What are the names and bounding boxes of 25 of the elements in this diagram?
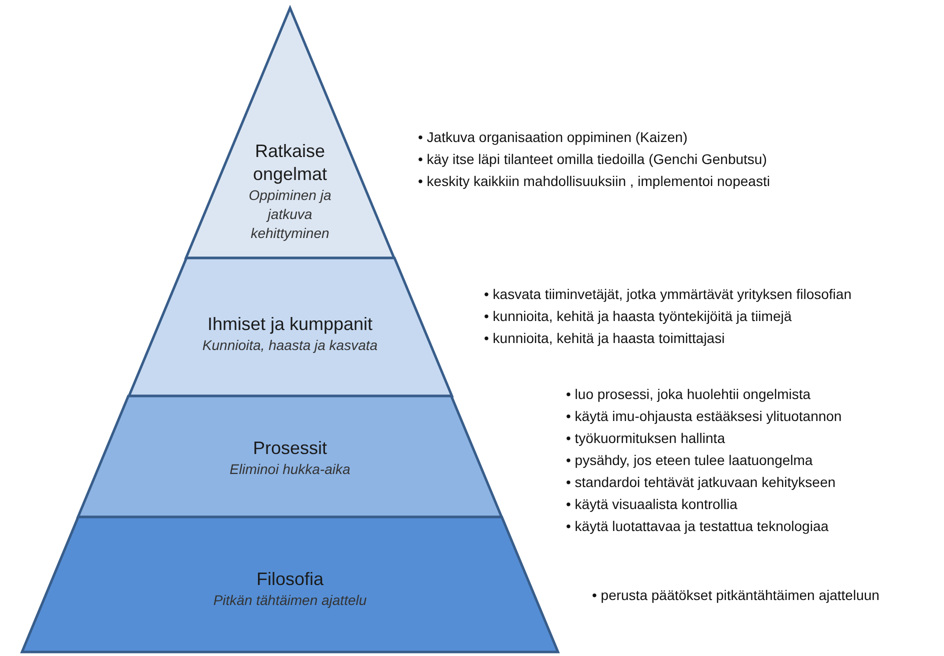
bullet-item: • standardoi tehtävät jatkuvaan kehitykseen <box>566 473 837 492</box>
level-subtitle: Pitkän tähtäimen ajattelu <box>212 591 368 610</box>
level-title: Ratkaise ongelmat <box>252 140 328 186</box>
bullet-item: • käytä luotattavaa ja testattua teknologiaa <box>566 517 830 536</box>
bullet-item: • kunnioita, kehitä ja haasta toimittajasi <box>484 329 726 348</box>
level-subtitle: Eliminoi hukka-aika <box>228 460 352 479</box>
bullet-item: • käy itse läpi tilanteet omilla tiedoilla (Genchi Genbutsu) <box>418 150 768 169</box>
bullet-item: • käytä imu-ohjausta estääksesi ylituotannon <box>566 407 842 426</box>
bullet-item: • Jatkuva organisaation oppiminen (Kaizen) <box>418 128 688 147</box>
bullet-item: • työkuormituksen hallinta <box>566 429 726 448</box>
pyramid-level <box>78 396 502 517</box>
level-title: Ihmiset ja kumppanit <box>206 313 374 336</box>
bullet-item: • luo prosessi, joka huolehtii ongelmista <box>566 385 812 404</box>
bullet-item: • kunnioita, kehitä ja haasta työntekijöitä ja tiimejä <box>484 307 793 326</box>
pyramid-level <box>128 258 452 396</box>
level-title: Prosessit <box>252 437 328 460</box>
level-title: Filosofia <box>255 568 325 591</box>
pyramid-level <box>22 517 558 652</box>
level-subtitle: Oppiminen ja jatkuva kehittyminen <box>248 186 332 243</box>
bullet-item: • keskity kaikkiin mahdollisuuksiin , implementoi nopeasti <box>418 172 770 191</box>
level-subtitle: Kunnioita, haasta ja kasvata <box>201 336 379 355</box>
bullet-item: • kasvata tiiminvetäjät, jotka ymmärtävät yrityksen filosofian <box>484 285 852 304</box>
bullet-item: • pysähdy, jos eteen tulee laatuongelma <box>566 451 814 470</box>
bullet-item: • perusta päätökset pitkäntähtäimen ajatteluun <box>592 586 880 605</box>
bullet-item: • käytä visuaalista kontrollia <box>566 495 738 514</box>
